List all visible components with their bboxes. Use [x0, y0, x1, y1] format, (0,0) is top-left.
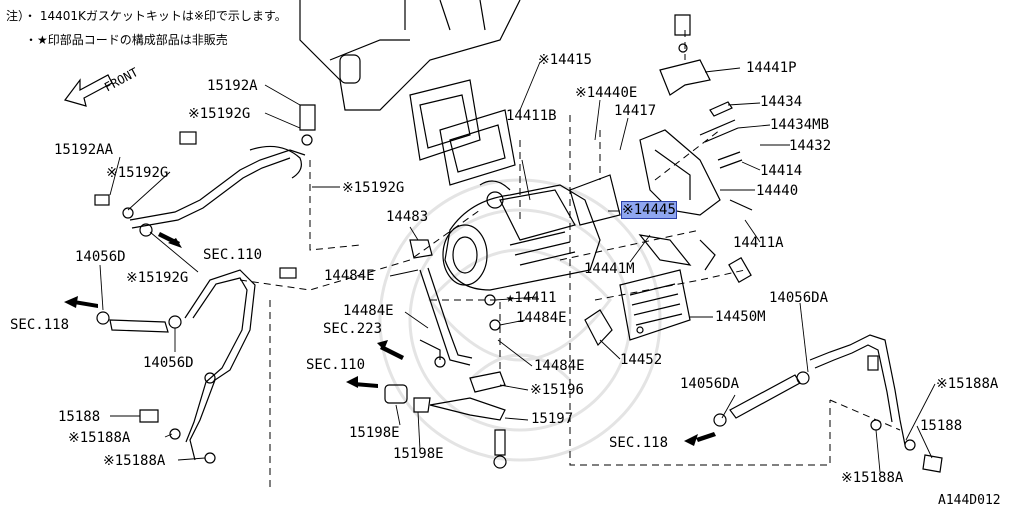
part-15192AA[interactable]: 15192AA — [54, 142, 114, 158]
arrow-sec118-right — [684, 432, 716, 446]
part-14056D-2[interactable]: 14056D — [143, 355, 194, 371]
part-15192G-2[interactable]: ※15192G — [106, 165, 169, 181]
part-14415[interactable]: ※14415 — [538, 52, 592, 68]
part-15192G-3[interactable]: ※15192G — [342, 180, 405, 196]
part-14484E-3[interactable]: 14484E — [516, 310, 567, 326]
part-15192G-1[interactable]: ※15192G — [188, 106, 251, 122]
note-non-sale: ・★印部品コードの構成部品は非販売 — [25, 33, 228, 47]
part-14434[interactable]: 14434 — [760, 94, 803, 110]
arrow-sec118-left — [64, 296, 98, 308]
part-15198E-1[interactable]: 15198E — [349, 425, 400, 441]
part-15188A-3[interactable]: ※15188A — [936, 376, 999, 392]
part-14483[interactable]: 14483 — [386, 209, 429, 225]
section-ref-sec118-left[interactable]: SEC.118 — [10, 317, 70, 333]
part-15196[interactable]: ※15196 — [530, 382, 584, 398]
part-15188A-2[interactable]: ※15188A — [103, 453, 166, 469]
section-ref-sec223[interactable]: SEC.223 — [323, 321, 383, 337]
part-14450M[interactable]: 14450M — [715, 309, 766, 325]
section-ref-sec110-bottom[interactable]: SEC.110 — [306, 357, 366, 373]
note-gasket-kit: 注）・ 14401Kガスケットキットは※印で示します。 — [6, 9, 287, 23]
part-15192A[interactable]: 15192A — [207, 78, 258, 94]
part-14434MB[interactable]: 14434MB — [770, 117, 830, 133]
part-15197[interactable]: 15197 — [531, 411, 574, 427]
section-ref-sec110-top[interactable]: SEC.110 — [203, 247, 263, 263]
part-14417[interactable]: 14417 — [614, 103, 657, 119]
part-15188-2[interactable]: 15188 — [920, 418, 963, 434]
part-15192G-4[interactable]: ※15192G — [126, 270, 189, 286]
arrow-sec223 — [377, 340, 404, 360]
part-14484E-2[interactable]: 14484E — [343, 303, 394, 319]
drawing-code: A144D012 — [938, 493, 1001, 508]
part-14414[interactable]: 14414 — [760, 163, 803, 179]
part-15188[interactable]: 15188 — [58, 409, 101, 425]
part-14411A[interactable]: 14411A — [733, 235, 784, 251]
part-15198E-2[interactable]: 15198E — [393, 446, 444, 462]
part-14411[interactable]: ★14411 — [506, 290, 557, 306]
part-14411B[interactable]: 14411B — [506, 108, 557, 124]
part-14440E[interactable]: ※14440E — [575, 85, 638, 101]
part-15188A-4[interactable]: ※15188A — [841, 470, 904, 486]
part-14441M[interactable]: 14441M — [584, 261, 635, 277]
part-14452[interactable]: 14452 — [620, 352, 663, 368]
part-14056DA-2[interactable]: 14056DA — [680, 376, 740, 392]
part-14484E-1[interactable]: 14484E — [324, 268, 375, 284]
front-arrow-icon — [63, 74, 113, 107]
part-14441P[interactable]: 14441P — [746, 60, 797, 76]
part-14056D-1[interactable]: 14056D — [75, 249, 126, 265]
part-14056DA-1[interactable]: 14056DA — [769, 290, 829, 306]
part-14432[interactable]: 14432 — [789, 138, 832, 154]
part-14445-highlighted[interactable]: ※14445 — [621, 201, 677, 219]
arrow-sec110-top — [158, 232, 182, 248]
section-ref-sec118-right[interactable]: SEC.118 — [609, 435, 669, 451]
arrow-sec110-bottom — [346, 376, 378, 388]
part-15188A-1[interactable]: ※15188A — [68, 430, 131, 446]
part-14440[interactable]: 14440 — [756, 183, 799, 199]
part-14484E-4[interactable]: 14484E — [534, 358, 585, 374]
